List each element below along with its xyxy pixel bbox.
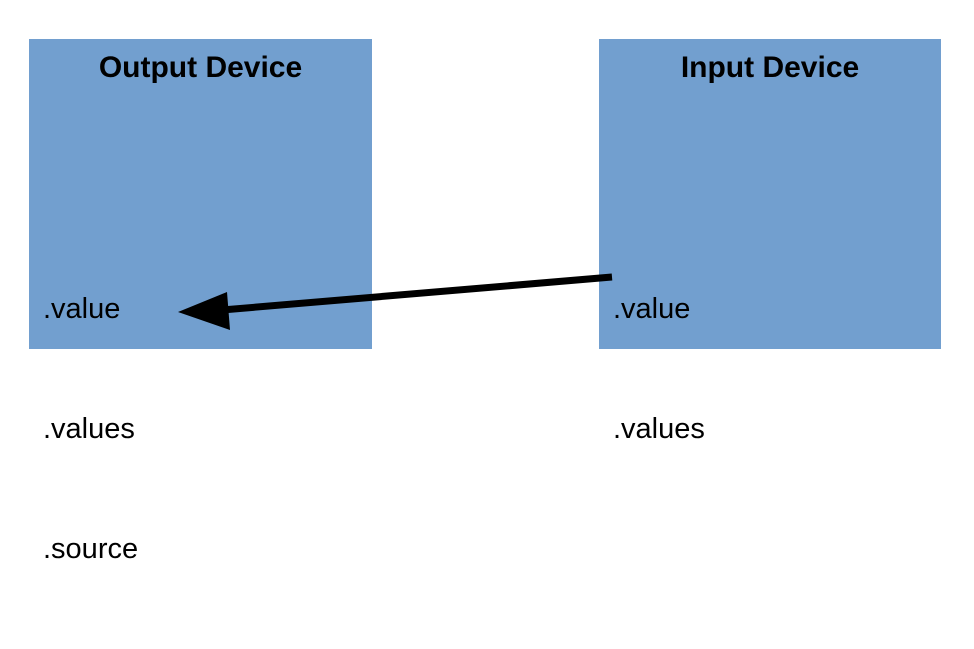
output-device-title: Output Device (98, 51, 303, 84)
output-device-fields: .value .values .source (43, 209, 138, 649)
input-device-field-values: .values (613, 413, 705, 445)
output-device-field-values: .values (43, 413, 135, 445)
output-device-field-value: .value (43, 293, 121, 325)
input-device-field-value: .value (613, 293, 691, 325)
input-device-fields: .value .values (613, 209, 705, 529)
output-device-box: Output Device .value .values .source (29, 39, 372, 565)
input-device-title: Input Device (680, 51, 860, 84)
output-device-field-source: .source (43, 533, 139, 565)
input-device-box: Input Device .value .values (599, 39, 941, 445)
